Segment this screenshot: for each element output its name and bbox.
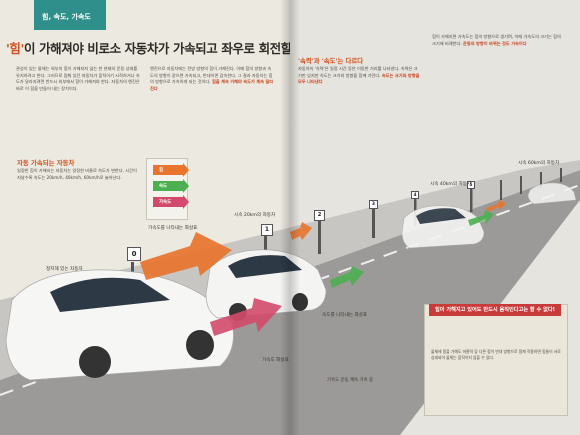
label-40kmh-car: 시속 40km의 자동차 bbox=[430, 182, 472, 187]
car-60kmh bbox=[527, 182, 577, 205]
right-column-2-text: 힘이 가해지면 가속도는 힘의 방향으로 생기며, 이때 가속도의 크기는 힘의… bbox=[432, 34, 562, 47]
right-column-1-highlight: 속도는 크기와 방향을 모두 나타낸다 bbox=[298, 72, 420, 85]
right-column-2-highlight: 운동의 방향이 바뀌는 것도 가속이다 bbox=[462, 40, 527, 46]
label-stopped-car: 정지해 있는 자동차 bbox=[46, 267, 83, 272]
legend-velocity-label: 속도 bbox=[159, 184, 168, 189]
post-marker-2: 2 bbox=[314, 210, 325, 221]
note-box: 힘이 가해지고 있어도 반드시 움직인다고는 할 수 없다! 물체에 힘을 가해… bbox=[424, 304, 568, 416]
label-speed-arrow: 속도를 나타내는 화살표 bbox=[322, 313, 368, 318]
left-column-2-highlight: 힘을 계속 가해야 속도가 계속 달라진다 bbox=[150, 79, 274, 91]
title-rest: 이 가해져야 비로소 자동차가 가속되고 좌우로 회전할 수 있다! bbox=[23, 41, 290, 56]
post-marker-4: 4 bbox=[411, 191, 419, 199]
post-marker-0: 0 bbox=[127, 247, 141, 261]
right-column-1-body: 자동차의 '속력'은 일정 시간 동안 이동한 거리를 나타낸다. 속력은 크기… bbox=[298, 66, 418, 78]
post-marker-5: 5 bbox=[467, 181, 475, 189]
legend-velocity: 속도 bbox=[153, 179, 189, 193]
car-stopped bbox=[5, 269, 234, 381]
note-title: 힘이 가해지고 있어도 반드시 움직인다고는 할 수 없다! bbox=[429, 304, 561, 316]
label-20kmh-car: 시속 20km의 자동차 bbox=[234, 213, 276, 218]
legend-force-label: 힘 bbox=[159, 168, 164, 173]
velocity-arrow-2 bbox=[468, 210, 494, 226]
left-sub-text: 일정한 힘이 가해지는 자동차는 일정한 비율로 속도가 변한다. 시간이 지날… bbox=[17, 168, 137, 180]
legend-acceleration-label: 가속도 bbox=[159, 200, 172, 205]
force-arrow-3 bbox=[486, 200, 506, 212]
left-column-1-text: 관성이 있는 물체는 외부의 힘이 가해지지 않는 한 현재의 운동 상태를 유… bbox=[16, 66, 140, 91]
left-column-2-text: 엔진으로 자동차에는 전방 방향의 힘이 가해진다. 이때 힘의 방향과 속도의… bbox=[150, 66, 275, 92]
left-column-2-body: 엔진으로 자동차에는 전방 방향의 힘이 가해진다. 이때 힘의 방향과 속도의… bbox=[150, 66, 273, 85]
acceleration-arrow-1 bbox=[210, 298, 282, 336]
chapter-tab-label: 힘, 속도, 가속도 bbox=[42, 13, 91, 21]
note-text: 물체에 힘을 가해도 마찰력 등 다른 힘이 반대 방향으로 함께 작용하면 힘… bbox=[431, 349, 561, 360]
post-marker-1: 1 bbox=[261, 224, 273, 236]
label-acceleration-arrow: 가속도 화살표 bbox=[262, 358, 289, 363]
right-column-1-text: 자동차의 '속력'은 일정 시간 동안 이동한 거리를 나타낸다. 속력은 크기… bbox=[298, 66, 420, 86]
chapter-tab: 힘, 속도, 가속도 bbox=[34, 0, 106, 30]
legend-acceleration: 가속도 bbox=[153, 195, 189, 209]
arrow-legend: 힘 속도 가속도 bbox=[146, 158, 189, 220]
title-quote: '힘' bbox=[6, 41, 24, 56]
force-arrow-2 bbox=[290, 222, 312, 240]
left-subheading: 자동 가속되는 자동차 bbox=[17, 159, 75, 167]
label-60kmh-car: 시속 60km의 자동차 bbox=[518, 161, 560, 166]
car-40kmh bbox=[401, 205, 485, 249]
post-marker-3: 3 bbox=[369, 200, 378, 209]
car-20kmh bbox=[205, 249, 327, 321]
right-caption: 가속도 운동 계속 가속 중 bbox=[327, 378, 373, 383]
legend-force: 힘 bbox=[153, 163, 189, 177]
velocity-arrow-1 bbox=[330, 266, 364, 288]
force-arrow-1 bbox=[140, 232, 232, 280]
right-column-2-body: 힘이 가해지면 가속도는 힘의 방향으로 생기며, 이때 가속도의 크기는 힘의… bbox=[432, 34, 561, 46]
page-title: '힘'이 가해져야 비로소 자동차가 가속되고 좌우로 회전할 수 있다! bbox=[6, 38, 290, 57]
label-force-arrow: 가속도를 나타내는 화살표 bbox=[148, 226, 198, 231]
right-subheading: '속력'과 '속도'는 다르다 bbox=[298, 57, 364, 65]
